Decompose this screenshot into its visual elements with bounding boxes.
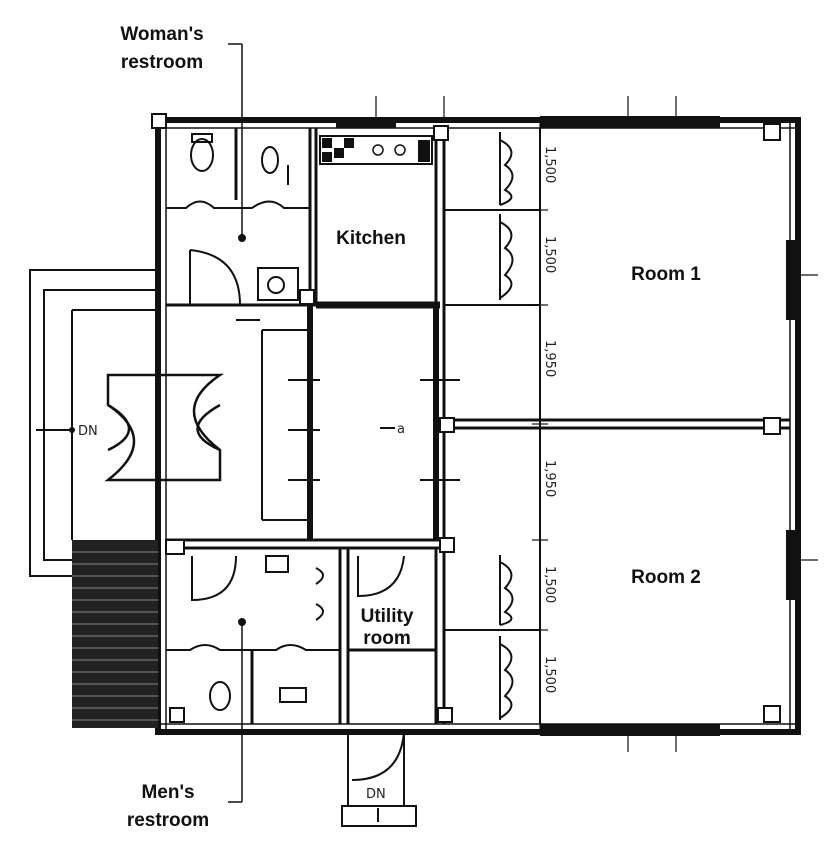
lobby-fan-symbol	[104, 373, 225, 482]
hatched-stair	[72, 540, 158, 728]
columns	[151, 113, 781, 723]
kitchen-label: Kitchen	[336, 228, 406, 249]
dim-label: 1,500	[542, 146, 557, 183]
kitchen-fixtures	[319, 135, 433, 165]
mens-restroom-label-line1: Men's	[141, 782, 194, 803]
dim-label: 1,500	[542, 566, 557, 603]
dn-label-bottom: DN	[366, 787, 386, 802]
womans-restroom-label-line1: Woman's	[120, 24, 203, 45]
room1-label: Room 1	[631, 264, 701, 285]
exterior-walls	[155, 117, 801, 735]
interior-walls	[166, 128, 790, 724]
dim-label: 1,500	[542, 236, 557, 273]
mens-restroom-label-line2: restroom	[127, 810, 209, 831]
dim-label: 1,950	[542, 340, 557, 377]
corridor-ticks	[236, 319, 460, 481]
utility-room-label-line2: room	[363, 628, 411, 649]
stair-down-marker-left: DN	[36, 424, 98, 439]
closet-symbols	[499, 132, 514, 720]
utility-room-label-line1: Utility	[361, 606, 414, 627]
mens-fixtures	[166, 555, 405, 803]
corridor-mark: a	[397, 422, 405, 437]
left-balcony	[29, 269, 158, 577]
room2-label: Room 2	[631, 567, 701, 588]
bottom-entrance	[341, 731, 417, 827]
dim-label: 1,950	[542, 460, 557, 497]
dn-label-left: DN	[78, 424, 98, 439]
wall-openings	[336, 116, 798, 736]
room-labels: Woman's restroom Kitchen Room 1 Room 2 U…	[120, 24, 701, 831]
womans-restroom-label-line2: restroom	[121, 52, 203, 73]
dimension-labels: 1,500 1,500 1,950 1,950 1,500 1,500	[542, 146, 557, 693]
dim-label: 1,500	[542, 656, 557, 693]
womens-fixtures	[166, 43, 310, 306]
dimension-line	[375, 96, 818, 752]
